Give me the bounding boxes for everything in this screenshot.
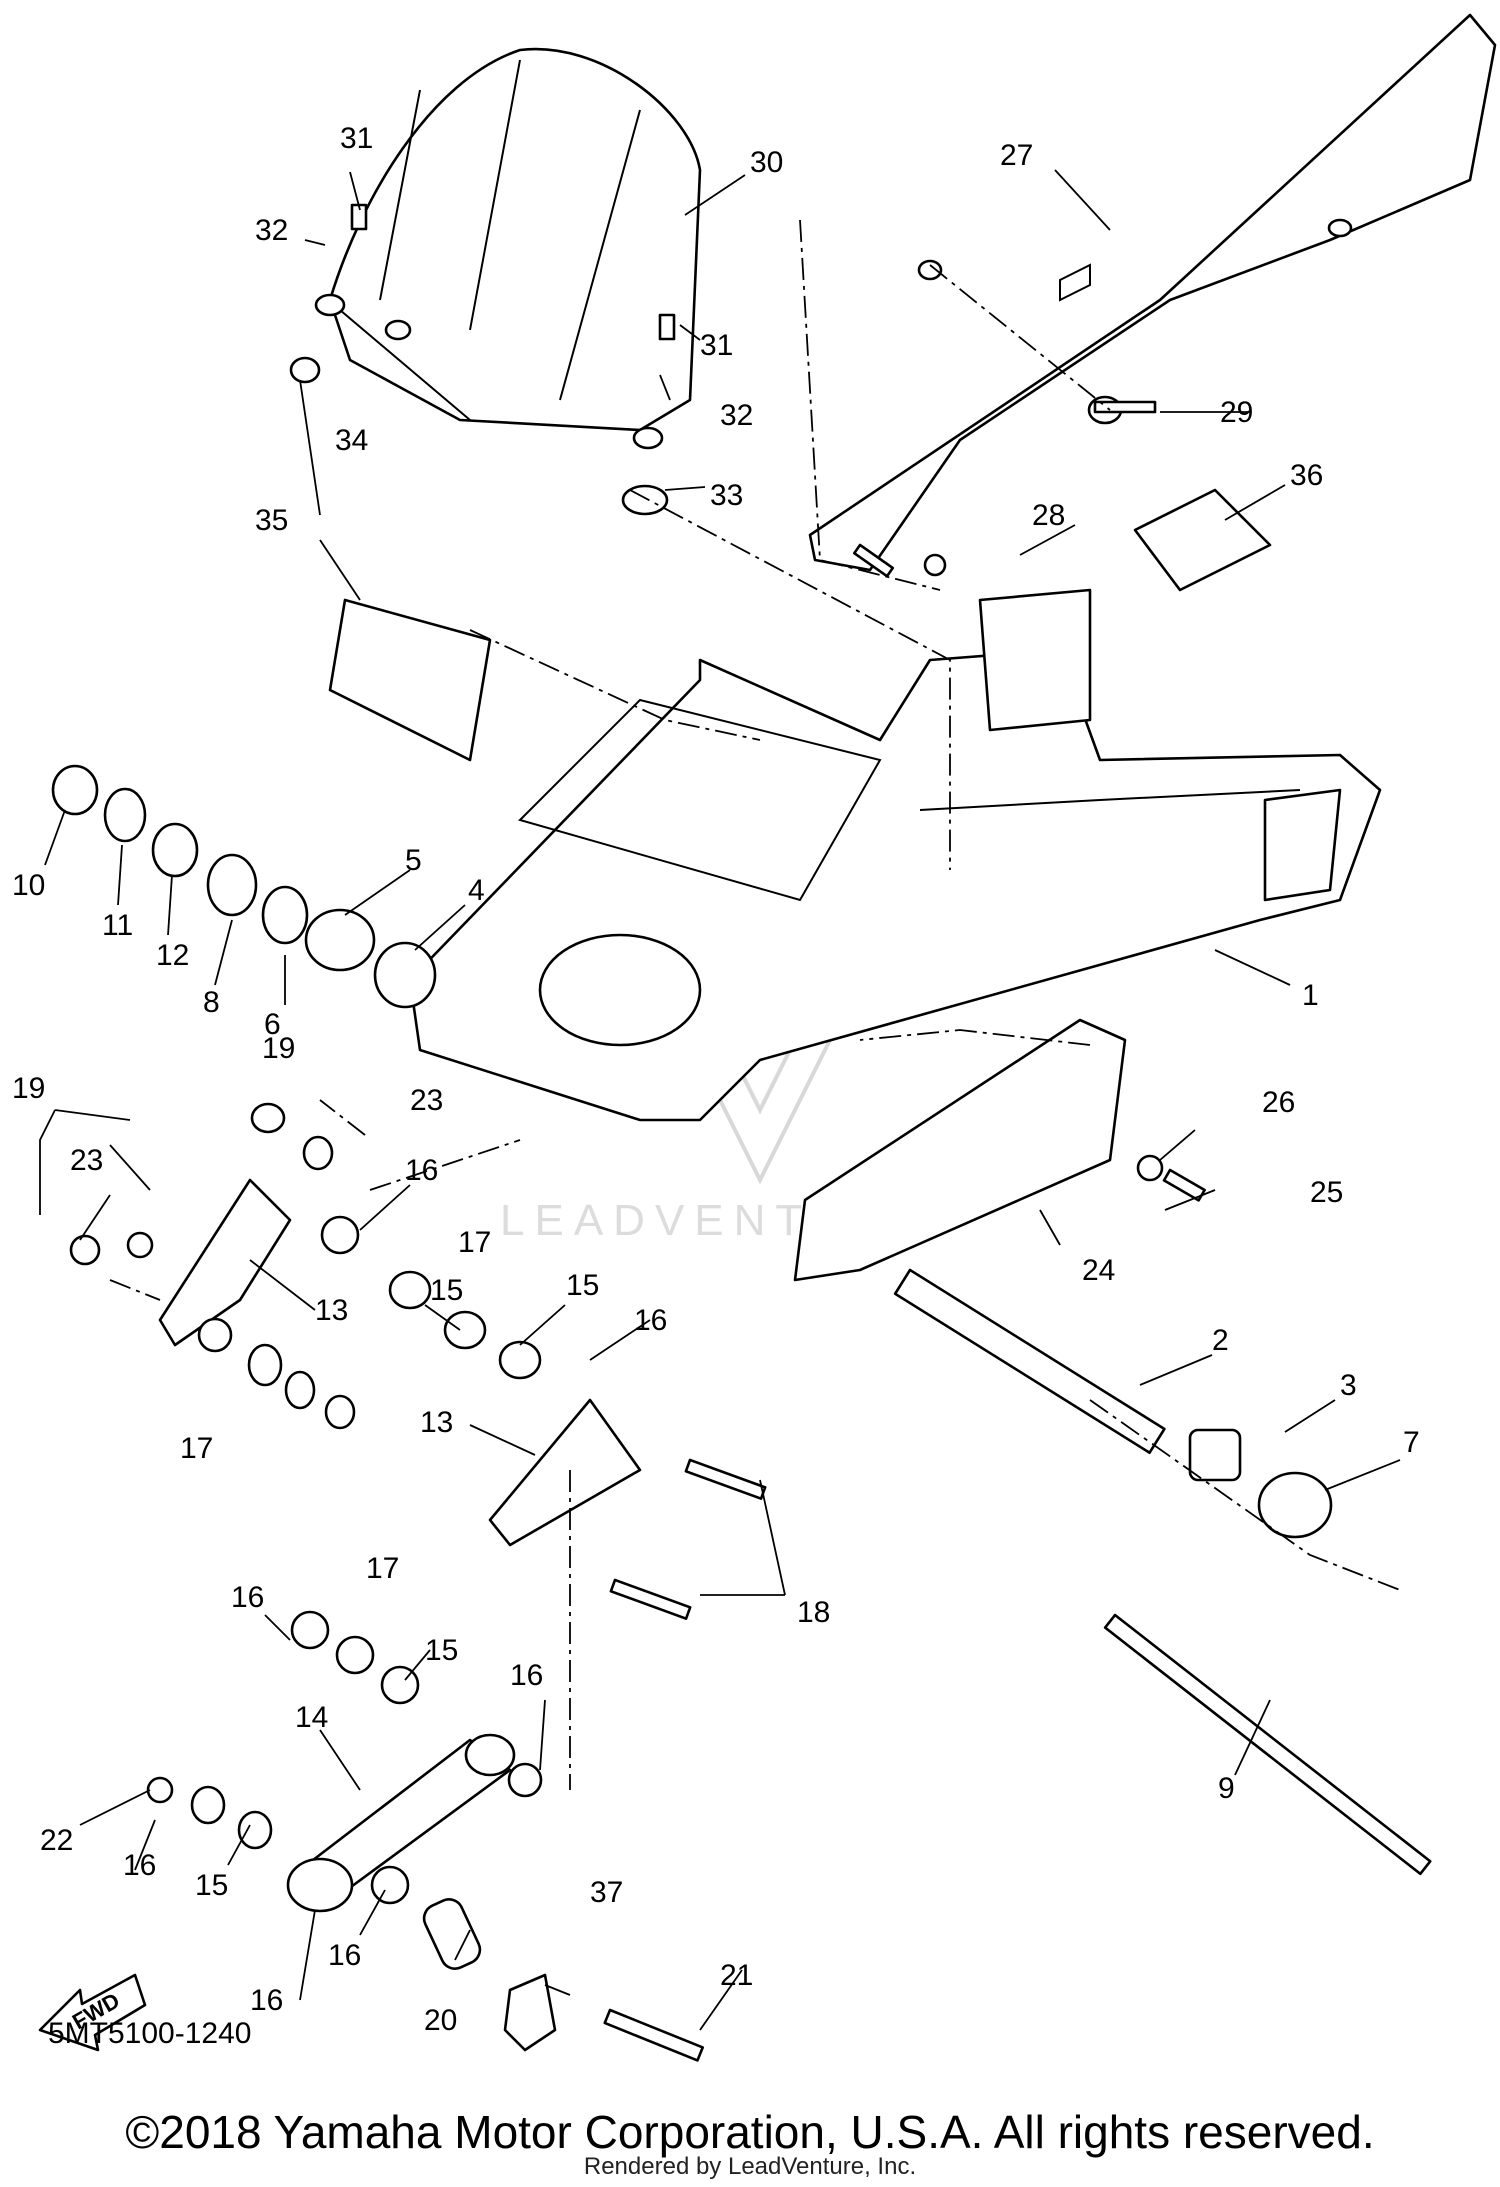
callout-24: 24 (1082, 1254, 1115, 1287)
callout-17a: 17 (458, 1226, 491, 1259)
bolt-29 (1093, 400, 1157, 414)
bolt-21 (603, 2008, 705, 2062)
callout-32b: 32 (720, 399, 753, 432)
callout-4: 4 (468, 874, 485, 907)
small-bushings (69, 356, 1164, 1905)
leader-lines (39, 169, 1401, 2031)
callout-16e: 16 (123, 1849, 156, 1882)
callout-16b: 16 (634, 1304, 667, 1337)
callout-2: 2 (1212, 1324, 1229, 1357)
callout-21: 21 (720, 1959, 753, 1992)
callout-22: 22 (40, 1824, 73, 1857)
callout-10: 10 (12, 869, 45, 902)
rendered-by-credit: Rendered by LeadVenture, Inc. (583, 2153, 917, 2180)
callout-18: 18 (797, 1596, 830, 1629)
washer-7 (1257, 1471, 1333, 1539)
protector-plate-35 (328, 598, 492, 762)
callout-15c: 15 (195, 1869, 228, 1902)
callout-28: 28 (1032, 499, 1065, 532)
callout-29: 29 (1220, 396, 1253, 429)
callout-5: 5 (405, 844, 422, 877)
callout-31b: 31 (700, 329, 733, 362)
callout-15b: 15 (425, 1634, 458, 1667)
callout-31a: 31 (340, 122, 373, 155)
callout-1: 1 (1302, 979, 1319, 1012)
callout-3: 3 (1340, 1369, 1357, 1402)
callout-16a: 16 (405, 1154, 438, 1187)
callout-9: 9 (1218, 1772, 1235, 1805)
callout-12: 12 (156, 939, 189, 972)
pivot-hardware-stack (51, 764, 437, 1009)
label-plate-36 (1133, 488, 1272, 592)
callout-17c: 17 (366, 1552, 399, 1585)
callout-32a: 32 (255, 214, 288, 247)
swingarm (408, 588, 1382, 1122)
callout-16f: 16 (328, 1939, 361, 1972)
chain-guard (808, 13, 1497, 572)
callout-16g: 16 (250, 1984, 283, 2017)
assembly-lines (109, 219, 1401, 1790)
callout-27: 27 (1000, 139, 1033, 172)
callout-35: 35 (255, 504, 288, 537)
bearing-3 (1188, 1428, 1242, 1482)
callout-16c: 16 (231, 1581, 264, 1614)
callout-8: 8 (203, 986, 220, 1019)
bolt-28 (852, 543, 895, 578)
rear-fender (314, 47, 702, 450)
copyright-notice: ©2018 Yamaha Motor Corporation, U.S.A. A… (125, 2106, 1375, 2158)
callout-23a: 23 (410, 1084, 443, 1117)
callout-37: 37 (590, 1876, 623, 1909)
callout-15a: 15 (566, 1269, 599, 1302)
callout-30: 30 (750, 146, 783, 179)
callout-6: 6 (264, 1008, 281, 1041)
bolt-18a (684, 1458, 767, 1500)
callout-23b: 23 (70, 1144, 103, 1177)
callout-17b: 17 (180, 1432, 213, 1465)
callout-7: 7 (1403, 1426, 1420, 1459)
relay-arm-lower (488, 1398, 642, 1547)
callout-33: 33 (710, 479, 743, 512)
callout-36: 36 (1290, 459, 1323, 492)
bolt-18b (609, 1578, 692, 1620)
callout-15d: 15 (430, 1274, 463, 1307)
relay-arm-upper (158, 1178, 292, 1347)
pivot-bolt-9 (1103, 1613, 1432, 1876)
callout-25: 25 (1310, 1176, 1343, 1209)
callout-14: 14 (295, 1701, 328, 1734)
callout-34: 34 (335, 424, 368, 457)
chain-guide (793, 1018, 1127, 1282)
callout-19a: 19 (262, 1032, 295, 1065)
bracket-37 (503, 1973, 557, 2052)
callout-13a: 13 (315, 1294, 348, 1327)
callout-11: 11 (102, 909, 133, 942)
callout-16d: 16 (510, 1659, 543, 1692)
diagram-code: 5MT5100-1240 (48, 2017, 252, 2050)
bolt-31b (658, 313, 676, 341)
callout-26: 26 (1262, 1086, 1295, 1119)
callout-labels: 1 2 3 4 5 6 7 8 9 10 11 12 13 13 14 15 1… (12, 122, 1420, 2037)
pivot-collar (893, 1268, 1166, 1455)
callout-20: 20 (424, 2004, 457, 2037)
collar-20 (422, 1898, 482, 1970)
callout-13b: 13 (420, 1406, 453, 1439)
callout-19b: 19 (12, 1072, 45, 1105)
